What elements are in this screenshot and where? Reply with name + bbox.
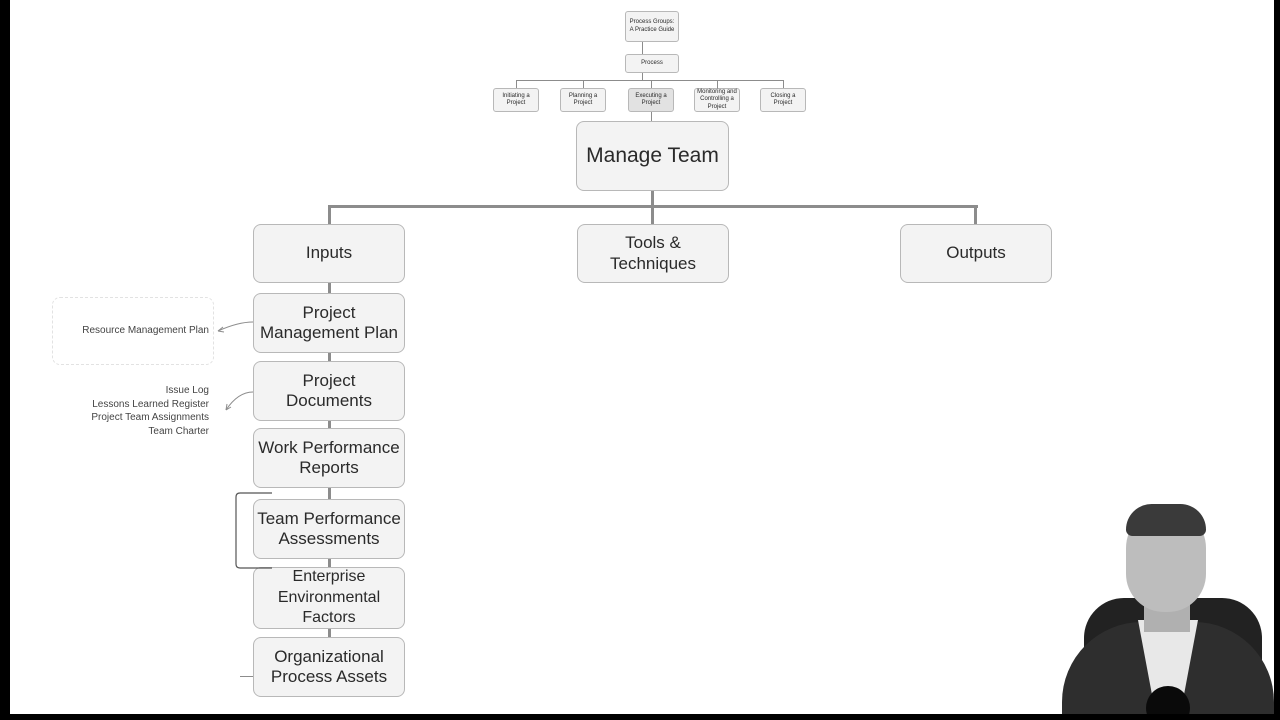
- inputs-label: Inputs: [305, 243, 353, 263]
- connector: [651, 80, 652, 88]
- box-label: Closing a Project: [770, 92, 796, 106]
- note-item: Lessons Learned Register: [92, 398, 209, 410]
- connector: [974, 205, 977, 224]
- process-groups-root-box: Process Groups: A Practice Guide: [625, 11, 679, 42]
- microphone: [1146, 686, 1190, 714]
- process-group-initiating[interactable]: Initiating a Project: [493, 88, 539, 112]
- tools-label: Tools & Techniques: [609, 233, 696, 273]
- connector: [642, 73, 643, 80]
- plan-arrow: [217, 321, 254, 333]
- input-label: Team Performance Assessments: [257, 508, 401, 548]
- note-item: Team Charter: [148, 425, 209, 437]
- box-label: Executing a Project: [635, 92, 667, 106]
- documents-arrow: [225, 391, 254, 411]
- process-group-planning[interactable]: Planning a Project: [560, 88, 606, 112]
- input-work-performance-reports[interactable]: Work Performance Reports: [253, 428, 405, 488]
- input-enterprise-environmental-factors[interactable]: Enterprise Environmental Factors: [253, 567, 405, 629]
- process-title: Manage Team: [586, 144, 719, 168]
- document-items-note: Issue Log Lessons Learned Register Proje…: [54, 384, 209, 438]
- box-label: Planning a Project: [568, 92, 598, 106]
- note-item: Resource Management Plan: [82, 325, 209, 336]
- connector: [328, 205, 331, 224]
- box-label: Process: [641, 59, 663, 66]
- plan-components-frame: [52, 297, 214, 365]
- input-team-performance-assessments[interactable]: Team Performance Assessments: [253, 499, 405, 559]
- connector: [240, 676, 253, 677]
- input-label: Work Performance Reports: [258, 437, 400, 477]
- inputs-header: Inputs: [253, 224, 405, 283]
- box-label: Monitoring and Controlling a Project: [697, 89, 737, 110]
- plan-components-note: Resource Management Plan: [54, 324, 209, 338]
- outputs-label: Outputs: [946, 243, 1006, 263]
- presenter-video: [1062, 500, 1274, 714]
- connector: [516, 80, 517, 88]
- input-project-management-plan[interactable]: Project Management Plan: [253, 293, 405, 353]
- connector: [651, 112, 652, 121]
- presenter-hair: [1126, 504, 1206, 536]
- connector: [783, 80, 784, 88]
- input-label: Project Documents: [286, 370, 372, 410]
- connector: [717, 80, 718, 88]
- note-item: Project Team Assignments: [91, 412, 209, 423]
- connector: [516, 80, 784, 81]
- input-project-documents[interactable]: Project Documents: [253, 361, 405, 421]
- input-label: Enterprise Environmental Factors: [277, 567, 381, 627]
- note-item: Issue Log: [165, 385, 209, 396]
- process-title-box: Manage Team: [576, 121, 729, 191]
- process-box: Process: [625, 54, 679, 73]
- team-assessment-bracket: [235, 492, 272, 569]
- input-label: Organizational Process Assets: [270, 646, 388, 686]
- process-group-executing[interactable]: Executing a Project: [628, 88, 674, 112]
- connector: [651, 191, 654, 207]
- connector: [642, 41, 643, 54]
- connector: [583, 80, 584, 88]
- outputs-header: Outputs: [900, 224, 1052, 283]
- process-group-monitoring[interactable]: Monitoring and Controlling a Project: [694, 88, 740, 112]
- process-group-closing[interactable]: Closing a Project: [760, 88, 806, 112]
- slide: Process Groups: A Practice Guide Process…: [10, 0, 1274, 714]
- box-label: Initiating a Project: [502, 92, 530, 106]
- tools-techniques-header: Tools & Techniques: [577, 224, 729, 283]
- input-organizational-process-assets[interactable]: Organizational Process Assets: [253, 637, 405, 697]
- input-label: Project Management Plan: [260, 302, 398, 342]
- connector: [651, 205, 654, 224]
- box-label: Process Groups: A Practice Guide: [629, 19, 675, 33]
